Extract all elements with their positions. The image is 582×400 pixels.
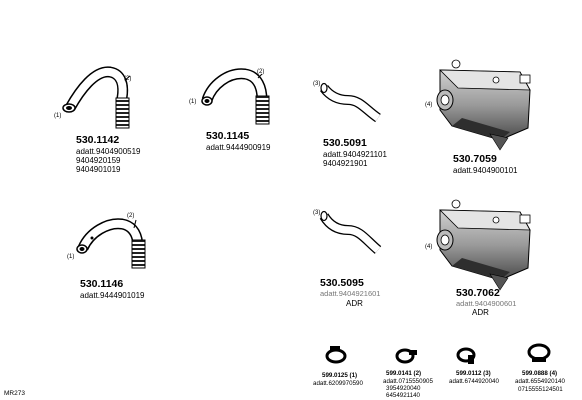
adatt-code-extra: 9404920159 <box>76 156 121 165</box>
diagram-code: MR273 <box>4 390 25 397</box>
clamp-part-number: 599.0888 (4) <box>522 370 557 377</box>
pipe-530-1142-drawing <box>62 66 131 129</box>
clamp-adatt-code: adatt.6744920040 <box>449 378 499 385</box>
part-number: 530.5091 <box>323 137 367 149</box>
label-4: (4) <box>425 102 432 108</box>
label-1: (1) <box>67 254 74 260</box>
clamp-adatt-code: 0715555124501 <box>518 386 563 393</box>
clamp-part-number: 599.0141 (2) <box>386 370 421 377</box>
part-number: 530.1142 <box>76 134 119 146</box>
label-4: (4) <box>425 244 432 250</box>
adatt-code-extra: 9404921901 <box>323 159 368 168</box>
label-2: (2) <box>257 69 264 75</box>
part-number: 530.7062 <box>456 287 500 299</box>
part-number: 530.1145 <box>206 130 249 142</box>
label-2: (2) <box>127 213 134 219</box>
pipe-530-1146-drawing <box>76 218 146 269</box>
adr-tag: ADR <box>346 299 363 308</box>
pipe-530-5091-drawing <box>320 82 381 123</box>
part-number: 530.5095 <box>320 277 364 289</box>
label-3: (3) <box>313 81 320 87</box>
clamp-part-number: 599.0112 (3) <box>456 370 491 377</box>
adatt-code: adatt.9404900101 <box>453 166 518 175</box>
pipe-530-5095-drawing <box>319 210 382 254</box>
adatt-code-extra: 9404901019 <box>76 165 121 174</box>
clamp-adatt-code: adatt.6209970590 <box>313 380 363 387</box>
clamp-icon <box>395 348 417 364</box>
clamp-adatt-code: adatt.0715550905 <box>383 378 433 385</box>
clamp-icon <box>527 343 551 362</box>
label-2: (2) <box>124 76 131 82</box>
clamp-part-number: 599.0125 (1) <box>322 372 357 379</box>
adr-tag: ADR <box>472 308 489 317</box>
muffler-530-7062-drawing <box>436 199 531 291</box>
label-3: (3) <box>313 210 320 216</box>
clamp-icon <box>325 346 347 364</box>
label-1: (1) <box>54 113 61 119</box>
part-number: 530.7059 <box>453 153 497 165</box>
part-number: 530.1146 <box>80 278 123 290</box>
clamp-adatt-code: 6454921140 <box>386 392 421 399</box>
adatt-code: adatt.9404921101 <box>323 150 387 159</box>
adatt-code: adatt.9444901019 <box>80 291 145 300</box>
adatt-code: adatt.9404921601 <box>320 289 380 298</box>
muffler-530-7059-drawing <box>436 59 531 151</box>
adatt-code: adatt.9404900519 <box>76 147 141 156</box>
adatt-code: adatt.9404900601 <box>456 299 516 308</box>
clamp-adatt-code: adatt.6554920140 <box>515 378 565 385</box>
adatt-code: adatt.9444900919 <box>206 143 271 152</box>
label-1: (1) <box>189 99 196 105</box>
clamp-adatt-code: 3954920040 <box>386 385 421 392</box>
pipe-530-1145-drawing <box>201 68 270 125</box>
clamp-icon <box>456 347 476 364</box>
